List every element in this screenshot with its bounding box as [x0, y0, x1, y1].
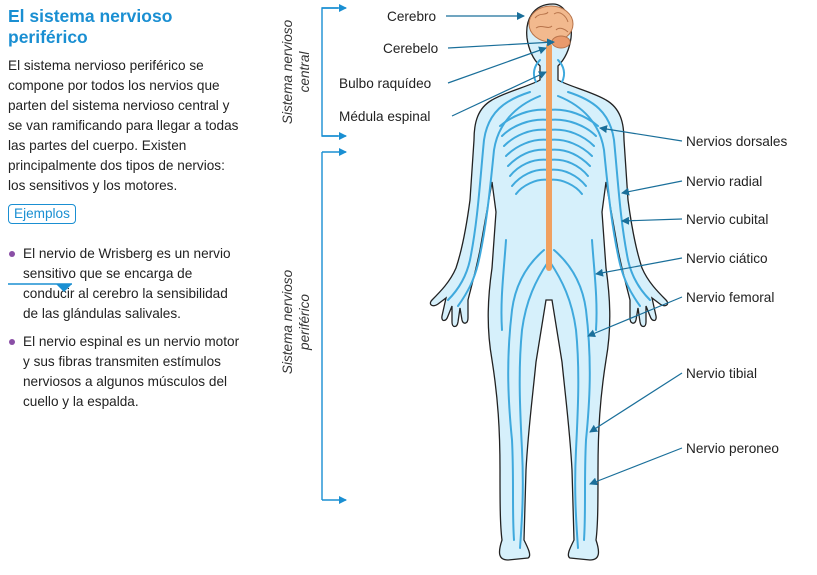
brain	[528, 5, 574, 49]
label-cerebro: Cerebro	[387, 9, 436, 24]
leader-nervio-cubital	[621, 216, 683, 225]
bullet-icon	[9, 339, 15, 345]
label-nervio-radial: Nervio radial	[686, 174, 762, 189]
text-column: El sistema nervioso periférico El sistem…	[8, 6, 243, 420]
leader-bulbo	[447, 46, 547, 84]
body-silhouette	[429, 3, 669, 561]
label-nervio-femoral: Nervio femoral	[686, 290, 774, 305]
section-title: El sistema nervioso periférico	[8, 6, 173, 47]
bullet-icon	[9, 251, 15, 257]
example-item: El nervio espinal es un nervio motor y s…	[8, 332, 243, 412]
bracket-central-label-2: central	[297, 51, 312, 93]
bracket-peripheral-label-2: periférico	[297, 294, 312, 351]
peripheral-nerves	[447, 59, 651, 549]
leader-nervio-femoral	[587, 296, 683, 338]
label-medula: Médula espinal	[339, 109, 430, 124]
leader-cerebelo	[447, 38, 555, 49]
label-nervio-peroneo: Nervio peroneo	[686, 441, 779, 456]
leader-nervio-peroneo	[589, 447, 683, 486]
example-item: El nervio de Wrisberg es un nervio sensi…	[8, 244, 243, 324]
leader-nervio-ciatico	[595, 257, 683, 277]
bracket-central	[321, 4, 347, 140]
bracket-peripheral-label-1: Sistema nervioso	[280, 269, 295, 374]
label-cerebelo: Cerebelo	[383, 41, 438, 56]
label-nervios-dorsales: Nervios dorsales	[686, 134, 787, 149]
label-nervio-tibial: Nervio tibial	[686, 366, 757, 381]
examples-tag: Ejemplos	[8, 204, 76, 224]
label-nervio-cubital: Nervio cubital	[686, 212, 768, 227]
label-nervio-ciatico: Nervio ciático	[686, 251, 768, 266]
leader-medula	[451, 71, 547, 117]
bracket-central-label-1: Sistema nervioso	[280, 19, 295, 124]
example-text: El nervio espinal es un nervio motor y s…	[23, 334, 240, 409]
leader-nervio-radial	[621, 180, 683, 196]
cerebellum	[551, 35, 571, 49]
example-text: El nervio de Wrisberg es un nervio sensi…	[23, 246, 231, 321]
examples-list: El nervio de Wrisberg es un nervio sensi…	[8, 244, 243, 412]
leader-nervios-dorsales	[599, 125, 683, 142]
label-bulbo: Bulbo raquídeo	[339, 76, 431, 91]
leader-nervio-tibial	[589, 372, 683, 433]
bracket-peripheral	[321, 148, 347, 504]
examples-tag-pointer	[8, 283, 72, 292]
intro-paragraph: El sistema nervioso periférico se compon…	[8, 58, 239, 193]
